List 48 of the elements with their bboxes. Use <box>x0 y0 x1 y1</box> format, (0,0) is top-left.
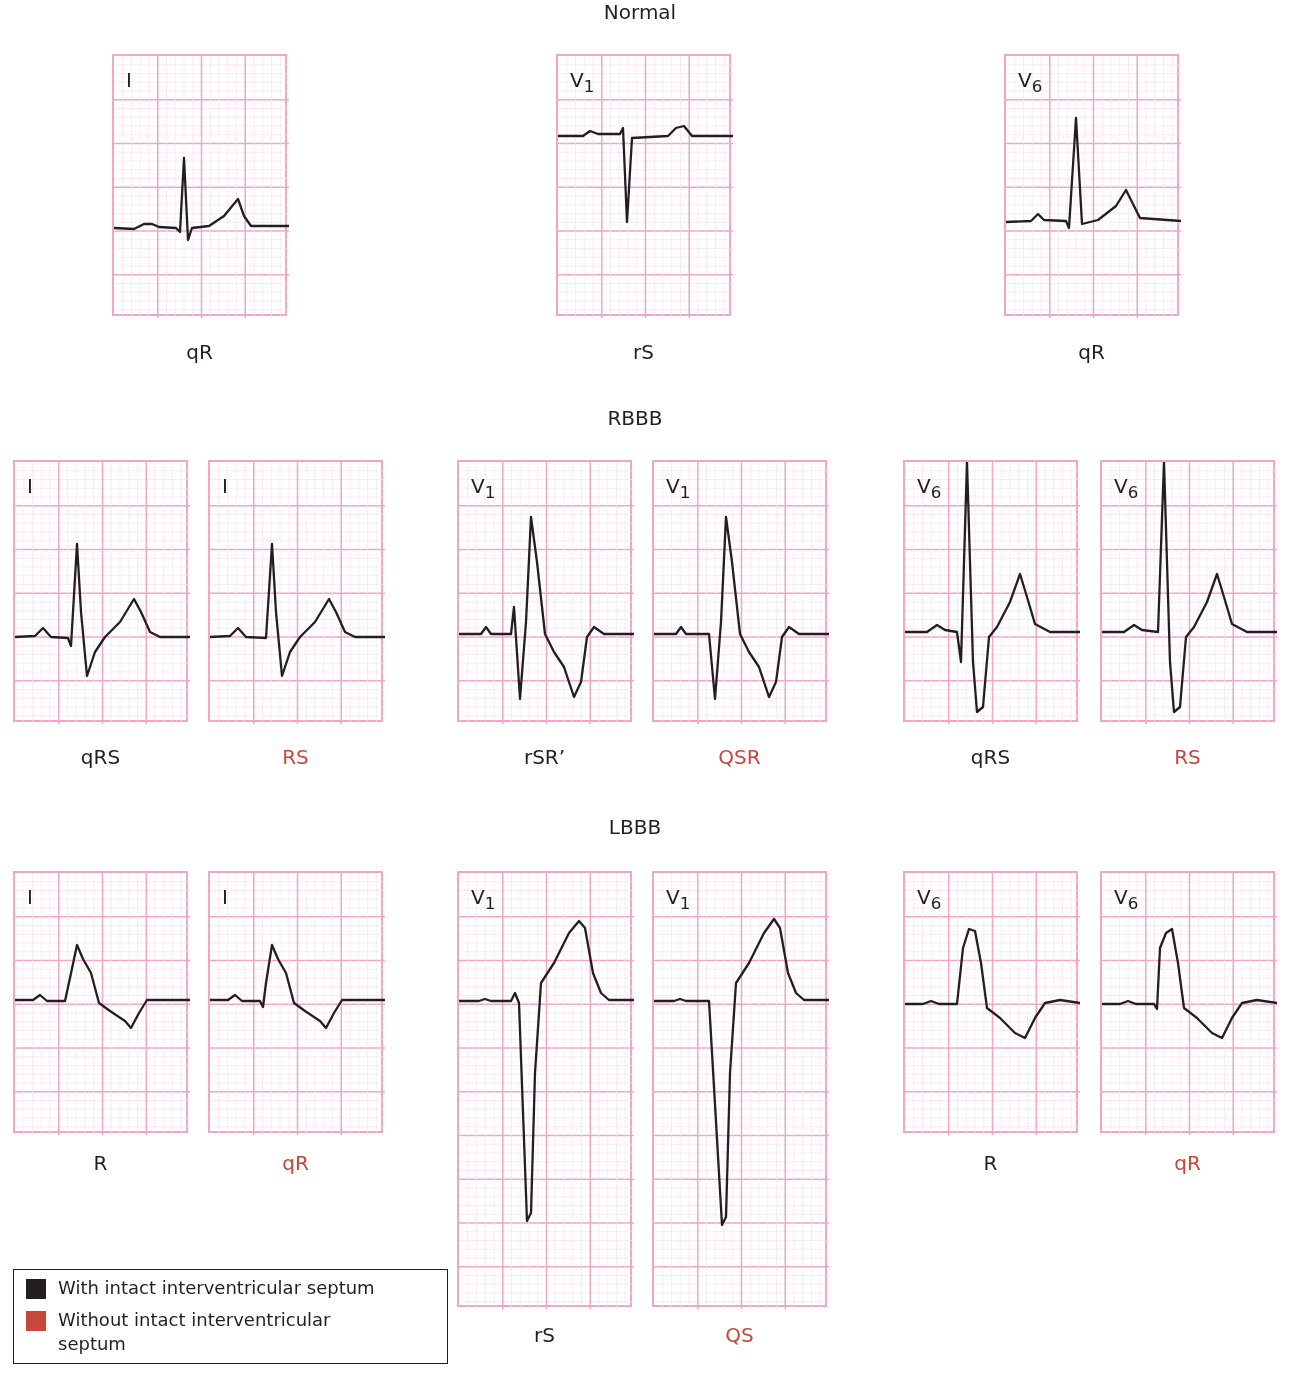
lead-label: V$_{6}$ <box>1114 887 1139 913</box>
lead-label: I <box>27 887 33 907</box>
ecg-grid-panel <box>208 460 383 722</box>
ecg-grid-panel <box>1100 871 1275 1133</box>
section-heading: RBBB <box>607 408 663 428</box>
ecg-grid-panel <box>652 460 827 722</box>
legend-text: With intact interventricular septum <box>58 1276 376 1300</box>
lead-label: I <box>126 70 132 90</box>
waveform-label: qRS <box>969 747 1012 767</box>
waveform-label: R <box>982 1153 999 1173</box>
ecg-grid-panel <box>457 460 632 722</box>
ecg-grid-panel <box>112 54 287 316</box>
ecg-grid-panel <box>457 871 632 1307</box>
ecg-grid-panel <box>903 871 1078 1133</box>
lead-label: V$_{6}$ <box>917 476 942 502</box>
waveform-label: QSR <box>717 747 762 767</box>
lead-label: I <box>222 476 228 496</box>
lead-label: I <box>27 476 33 496</box>
ecg-grid-panel <box>652 871 827 1307</box>
waveform-label: RS <box>281 747 310 767</box>
waveform-label: qR <box>1173 1153 1202 1173</box>
ecg-grid-panel <box>1004 54 1179 316</box>
ecg-grid-panel <box>208 871 383 1133</box>
lead-label: I <box>222 887 228 907</box>
waveform-label: QS <box>724 1325 755 1345</box>
waveform-label: rS <box>632 342 655 362</box>
lead-label: V$_{1}$ <box>666 887 691 913</box>
lead-label: V$_{6}$ <box>917 887 942 913</box>
waveform-label: rSR’ <box>522 747 567 767</box>
lead-label: V$_{1}$ <box>666 476 691 502</box>
section-heading: Normal <box>603 2 677 22</box>
waveform-label: R <box>92 1153 109 1173</box>
ecg-grid-panel <box>13 871 188 1133</box>
legend-text: Without intact interventricular septum <box>58 1308 332 1356</box>
waveform-label: qR <box>281 1153 310 1173</box>
ecg-grid-panel <box>13 460 188 722</box>
ecg-grid-panel <box>556 54 731 316</box>
lead-label: V$_{1}$ <box>570 70 595 96</box>
waveform-label: rS <box>533 1325 556 1345</box>
waveform-label: qR <box>185 342 214 362</box>
waveform-label: qRS <box>79 747 122 767</box>
section-heading: LBBB <box>608 817 662 837</box>
lead-label: V$_{6}$ <box>1114 476 1139 502</box>
lead-label: V$_{1}$ <box>471 476 496 502</box>
lead-label: V$_{6}$ <box>1018 70 1043 96</box>
lead-label: V$_{1}$ <box>471 887 496 913</box>
waveform-label: RS <box>1173 747 1202 767</box>
waveform-label: qR <box>1077 342 1106 362</box>
